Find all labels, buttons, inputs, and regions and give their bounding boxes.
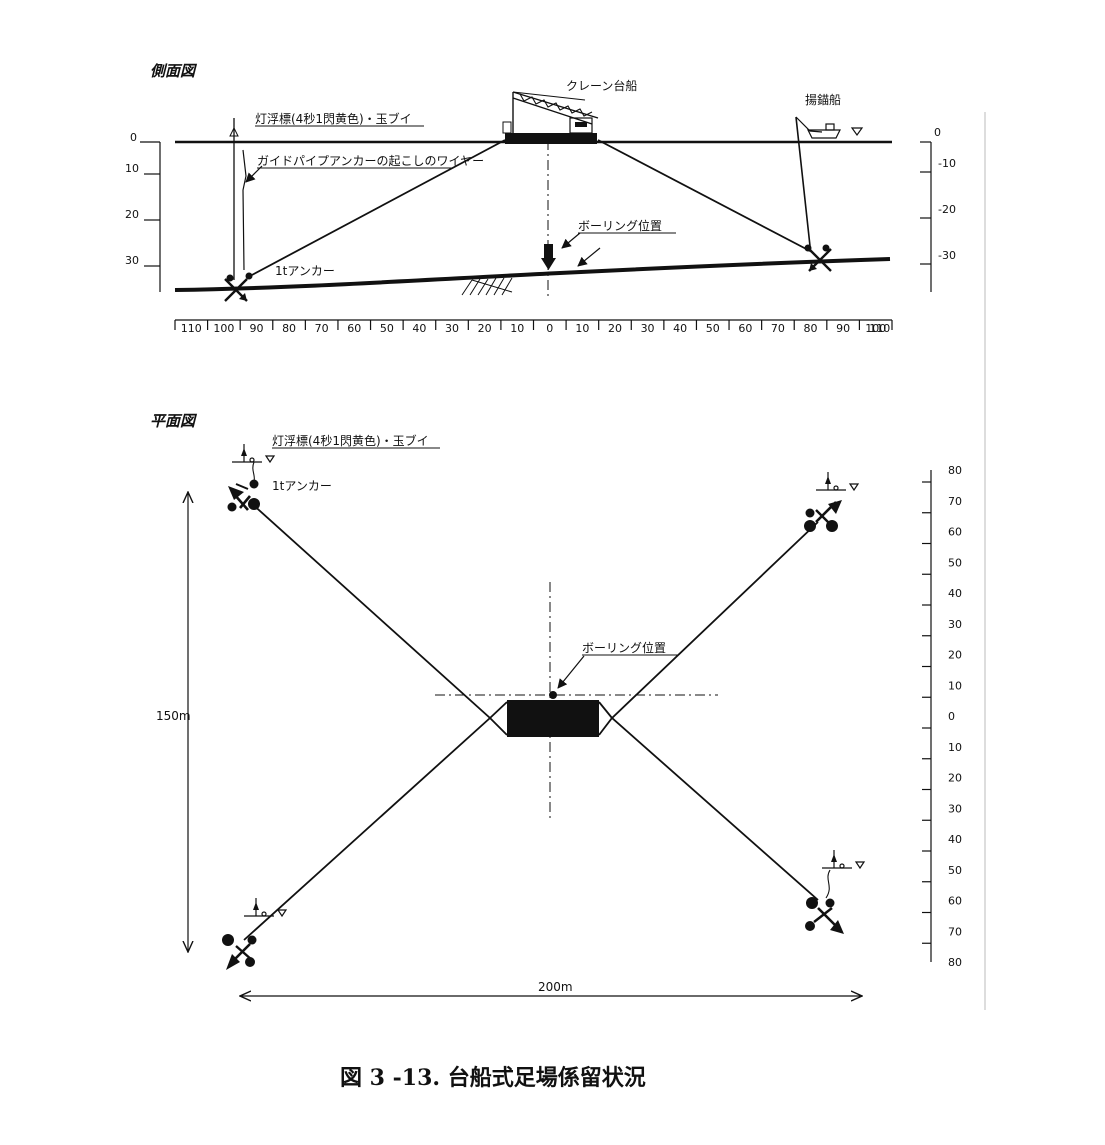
plan-y-tick-label: 50 — [948, 556, 962, 569]
anchor-group-top-left — [227, 443, 275, 512]
distance-tick-label: 60 — [347, 322, 361, 335]
light-buoy-left — [226, 118, 247, 280]
distance-tick-label: 30 — [641, 322, 655, 335]
plan-y-tick-label: 30 — [948, 802, 962, 815]
anchor-group-bottom-left — [222, 897, 287, 970]
side-view-heading: 側面図 — [150, 62, 198, 80]
depth-left-tick: 10 — [125, 162, 139, 175]
anchor-group-bottom-right — [805, 849, 865, 934]
plan-y-scale: 80 70 60 50 40 30 20 10 0 10 20 30 40 50 60 70 80 — [922, 464, 962, 969]
light-buoy-label: 灯浮標(4秒1閃黄色)・玉ブイ — [255, 111, 412, 126]
crane-barge-label: クレーン台船 — [566, 78, 637, 93]
height-dimension-label: 150m — [156, 709, 191, 723]
plan-y-tick-label: 0 — [948, 710, 955, 723]
distance-tick-label: 90 — [836, 322, 850, 335]
depth-right-tick: 0 — [934, 126, 941, 139]
boring-point — [549, 691, 557, 699]
plan-y-tick-label: 50 — [948, 864, 962, 877]
distance-tick-label: 100 — [213, 322, 234, 335]
figure-caption: 図 3 -13. 台船式足場係留状況 — [340, 1065, 646, 1091]
anchor-label: 1tアンカー — [275, 264, 335, 278]
distance-tick-label: 110 — [181, 322, 202, 335]
plan-y-tick-label: 80 — [948, 956, 962, 969]
depth-left-tick: 30 — [125, 254, 139, 267]
plan-y-tick-label: 60 — [948, 526, 962, 539]
plan-view-heading: 平面図 — [150, 412, 198, 430]
boring-marker — [541, 244, 556, 270]
plan-y-tick-label: 70 — [948, 925, 962, 938]
depth-left-tick: 0 — [130, 131, 137, 144]
plan-y-tick-label: 60 — [948, 895, 962, 908]
distance-tick-label: 10 — [510, 322, 524, 335]
distance-tick-label: 30 — [445, 322, 459, 335]
distance-tick-label: 80 — [282, 322, 296, 335]
plan-y-tick-label: 40 — [948, 587, 962, 600]
guide-wire-label: ガイドパイプアンカーの起こしのワイヤー — [257, 154, 484, 168]
anchor-boat: 揚錨船 — [795, 93, 864, 139]
anchor-left — [223, 272, 253, 303]
guide-wire-leader — [245, 165, 263, 183]
plan-y-scale-ticks: 80 70 60 50 40 30 20 10 0 10 20 30 40 50 60 70 80 — [922, 464, 962, 969]
depth-left-tick: 20 — [125, 208, 139, 221]
distance-tick-label: 20 — [608, 322, 622, 335]
distance-tick-label: 0 — [546, 322, 553, 335]
mooring-lines-plan — [243, 501, 819, 941]
boring-label-plan: ボーリング位置 — [582, 640, 666, 655]
side-view: 側面図 0 10 20 30 0 — [125, 62, 956, 335]
plan-view: 平面図 ボーリング位置 灯浮標(4秒1閃黄色)・玉ブイ — [150, 412, 962, 996]
depth-right-tick: -30 — [938, 249, 956, 262]
anchor-right — [804, 244, 833, 273]
distance-tick-label: 50 — [706, 322, 720, 335]
plan-y-tick-label: 80 — [948, 464, 962, 477]
width-dimension-label: 200m — [538, 980, 573, 994]
distance-tick-label: 90 — [249, 322, 263, 335]
distance-tick-label: 20 — [478, 322, 492, 335]
distance-tick-label: 40 — [412, 322, 426, 335]
plan-y-tick-label: 10 — [948, 741, 962, 754]
depth-scale-right: 0 -10 -20 -30 — [920, 126, 956, 292]
mooring-line-right — [597, 139, 813, 253]
seabed-line — [174, 257, 891, 292]
plan-y-tick-label: 40 — [948, 833, 962, 846]
boring-leader — [577, 247, 601, 267]
distance-tick-label: 50 — [380, 322, 394, 335]
plan-y-tick-label: 20 — [948, 772, 962, 785]
seabed-hatch — [461, 277, 513, 296]
distance-tick-label: 70 — [315, 322, 329, 335]
depth-right-tick: -10 — [938, 157, 956, 170]
boring-label: ボーリング位置 — [578, 218, 662, 233]
anchor-boat-wire — [795, 116, 811, 247]
distance-tick-label: 100 — [865, 322, 886, 335]
plan-y-tick-label: 10 — [948, 679, 962, 692]
distance-tick-label: 60 — [738, 322, 752, 335]
distance-tick-label: 110 — [869, 322, 890, 335]
barge-plan — [507, 700, 599, 737]
anchor-label-plan: 1tアンカー — [272, 479, 332, 493]
mooring-line-left — [249, 139, 506, 277]
distance-tick-label: 80 — [804, 322, 818, 335]
distance-tick-label: 10 — [575, 322, 589, 335]
anchor-group-top-right — [804, 471, 859, 532]
plan-y-tick-label: 20 — [948, 649, 962, 662]
plan-y-tick-label: 70 — [948, 495, 962, 508]
light-buoy-label-plan: 灯浮標(4秒1閃黄色)・玉ブイ — [272, 433, 429, 448]
depth-scale-left: 0 10 20 30 — [125, 131, 161, 292]
crane-barge: クレーン台船 — [502, 78, 637, 144]
plan-y-tick-label: 30 — [948, 618, 962, 631]
boring-leader-plan — [557, 655, 585, 689]
distance-tick-label: 40 — [673, 322, 687, 335]
depth-right-tick: -20 — [938, 203, 956, 216]
anchor-boat-label: 揚錨船 — [805, 93, 841, 107]
boring-leader — [561, 232, 581, 249]
distance-tick-label: 70 — [771, 322, 785, 335]
